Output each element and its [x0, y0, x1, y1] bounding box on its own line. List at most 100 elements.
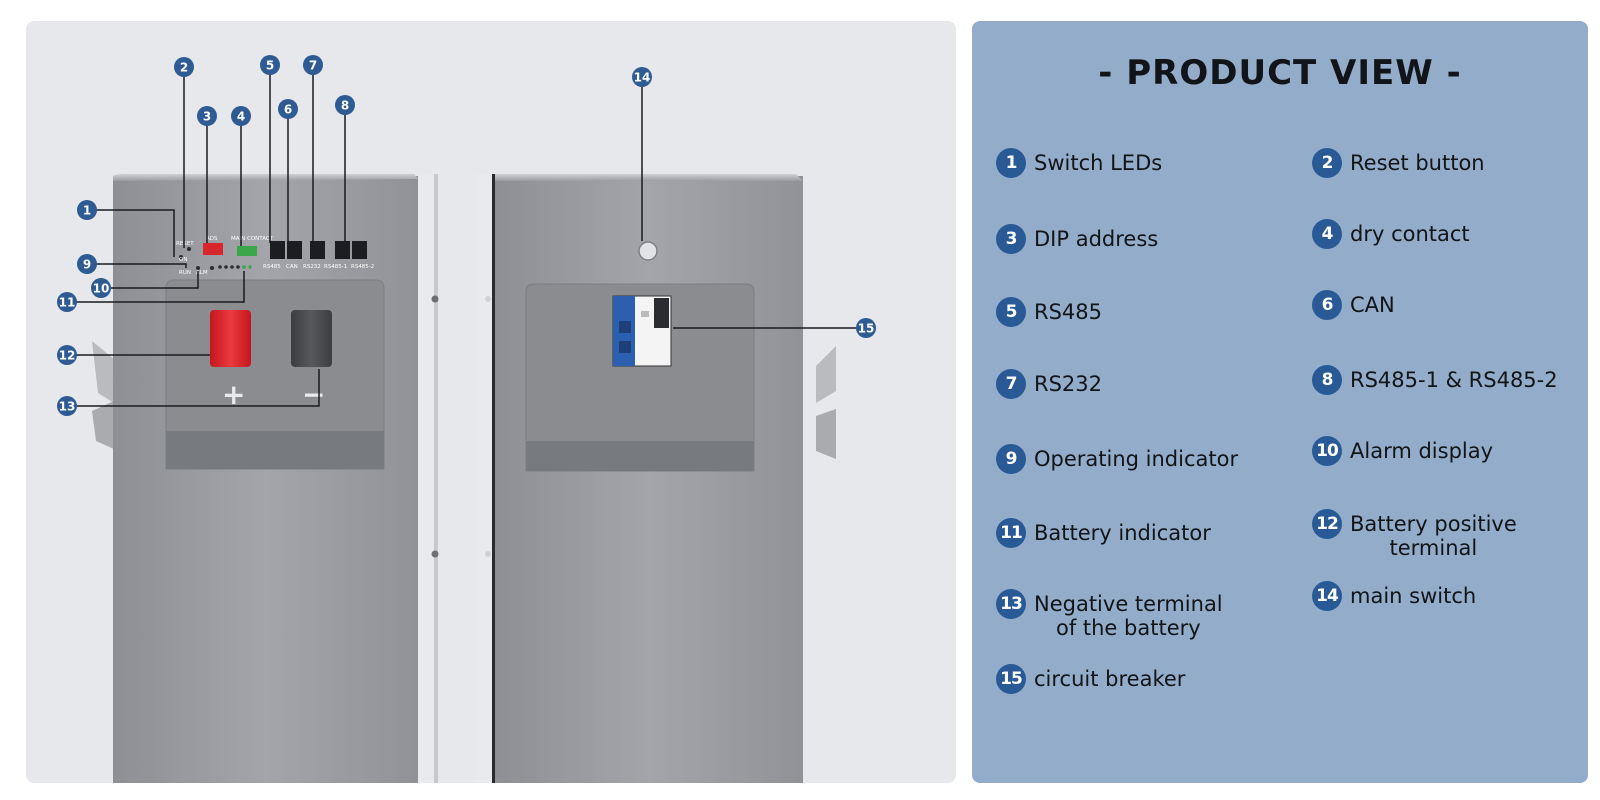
- svg-text:10: 10: [93, 282, 110, 296]
- main-switch: [638, 241, 658, 261]
- legend-badge: 15: [996, 664, 1026, 694]
- svg-text:4: 4: [237, 110, 245, 124]
- legend-label: main switch: [1350, 584, 1477, 608]
- marker-10: 10: [91, 278, 111, 298]
- port-rs485-2: [352, 241, 367, 259]
- run-led: [196, 266, 200, 270]
- page-title: - PRODUCT VIEW -: [1098, 53, 1462, 93]
- svg-text:7: 7: [309, 59, 317, 73]
- leader-lines: [67, 66, 866, 407]
- product-photo-panel: RESET ADS MAIN CONTACT RS485 CAN RS232 R…: [26, 21, 956, 783]
- battery-level-leds: [218, 265, 252, 269]
- legend-badge: 14: [1312, 581, 1342, 611]
- legend-label: RS485: [1034, 300, 1103, 324]
- legend-label: Battery indicator: [1034, 521, 1211, 545]
- rs485-2-port-label: RS485-2: [351, 264, 374, 270]
- legend-label: circuit breaker: [1034, 667, 1186, 691]
- marker-13: 13: [57, 396, 77, 416]
- legend-label: Reset button: [1350, 151, 1485, 175]
- marker-9: 9: [77, 254, 97, 274]
- legend-item-5: 5 RS485: [996, 297, 1102, 327]
- svg-text:2: 2: [180, 61, 188, 75]
- legend-item-12: 12 Battery positive terminal: [1312, 509, 1517, 560]
- rs485-1-port-label: RS485-1: [324, 264, 347, 270]
- legend-label: RS232: [1034, 372, 1103, 396]
- marker-5: 5: [260, 55, 280, 75]
- legend-badge: 1: [996, 148, 1026, 178]
- svg-text:8: 8: [341, 99, 349, 113]
- left-bracket-lower: [92, 401, 114, 449]
- legend-item-10: 10 Alarm display: [1312, 436, 1493, 466]
- svg-text:6: 6: [284, 103, 292, 117]
- legend-item-14: 14 main switch: [1312, 581, 1476, 611]
- marker-6: 6: [278, 99, 298, 119]
- run-label: RUN: [179, 270, 191, 276]
- left-bracket-upper: [92, 341, 114, 403]
- svg-text:9: 9: [83, 258, 91, 272]
- marker-1: 1: [77, 200, 97, 220]
- legend-badge: 4: [1312, 219, 1342, 249]
- port-can: [287, 241, 302, 259]
- legend-item-3: 3 DIP address: [996, 224, 1158, 254]
- right-bracket-lower: [816, 409, 836, 459]
- legend-badge: 12: [1312, 509, 1342, 539]
- rs485-port-label: RS485: [263, 264, 281, 270]
- right-unit-side-trim: [476, 174, 494, 783]
- svg-text:14: 14: [634, 71, 651, 85]
- marker-4: 4: [231, 106, 251, 126]
- svg-text:5: 5: [266, 59, 274, 73]
- svg-text:1: 1: [83, 204, 91, 218]
- port-rs485-1: [335, 241, 350, 259]
- legend-item-4: 4 dry contact: [1312, 219, 1470, 249]
- switch-led: [179, 255, 183, 259]
- product-view-panel: - PRODUCT VIEW - 1 Switch LEDs 2 Reset b…: [972, 21, 1588, 783]
- legend-badge: 3: [996, 224, 1026, 254]
- left-unit-side-trim: [418, 174, 436, 783]
- marker-11: 11: [57, 292, 77, 312]
- svg-text:13: 13: [59, 400, 76, 414]
- legend-item-9: 9 Operating indicator: [996, 444, 1238, 474]
- negative-terminal: [291, 310, 332, 367]
- legend-badge: 5: [996, 297, 1026, 327]
- legend-label: RS485-1 & RS485-2: [1350, 368, 1558, 392]
- rs232-port-label: RS232: [303, 264, 321, 270]
- circuit-breaker: [612, 295, 672, 367]
- on-label: ON: [179, 257, 187, 263]
- marker-7: 7: [303, 55, 323, 75]
- port-rs232: [310, 241, 325, 259]
- legend-item-11: 11 Battery indicator: [996, 518, 1211, 548]
- svg-text:15: 15: [858, 322, 875, 336]
- legend-item-8: 8 RS485-1 & RS485-2: [1312, 365, 1558, 395]
- legend-item-6: 6 CAN: [1312, 290, 1395, 320]
- dry-contact-port-label: MAIN CONTACT: [231, 236, 274, 242]
- marker-12: 12: [57, 345, 77, 365]
- legend-label: Battery positive terminal: [1350, 512, 1517, 560]
- product-illustration: RESET ADS MAIN CONTACT RS485 CAN RS232 R…: [57, 55, 876, 783]
- legend-item-13: 13 Negative terminal of the battery: [996, 589, 1223, 640]
- legend-badge: 2: [1312, 148, 1342, 178]
- alm-led: [210, 266, 214, 270]
- marker-14: 14: [632, 67, 652, 87]
- svg-text:11: 11: [59, 296, 76, 310]
- dip-port-label: ADS: [206, 236, 218, 242]
- svg-text:12: 12: [59, 349, 76, 363]
- alm-label: ALM: [196, 270, 208, 276]
- marker-15: 15: [856, 318, 876, 338]
- marker-8: 8: [335, 95, 355, 115]
- left-battery-unit: RESET ADS MAIN CONTACT RS485 CAN RS232 R…: [92, 174, 439, 783]
- right-unit-body: [495, 176, 803, 783]
- legend-badge: 8: [1312, 365, 1342, 395]
- legend-label: CAN: [1350, 293, 1395, 317]
- right-battery-unit: [476, 174, 836, 783]
- legend-badge: 10: [1312, 436, 1342, 466]
- legend-item-15: 15 circuit breaker: [996, 664, 1185, 694]
- right-bracket-upper: [816, 346, 836, 403]
- plus-sign: +: [222, 378, 245, 411]
- legend-badge: 11: [996, 518, 1026, 548]
- dip-switch: [203, 243, 223, 255]
- legend-badge: 9: [996, 444, 1026, 474]
- dry-contact-terminal: [237, 246, 257, 256]
- legend-label: Alarm display: [1350, 439, 1494, 463]
- legend-badge: 6: [1312, 290, 1342, 320]
- marker-3: 3: [197, 106, 217, 126]
